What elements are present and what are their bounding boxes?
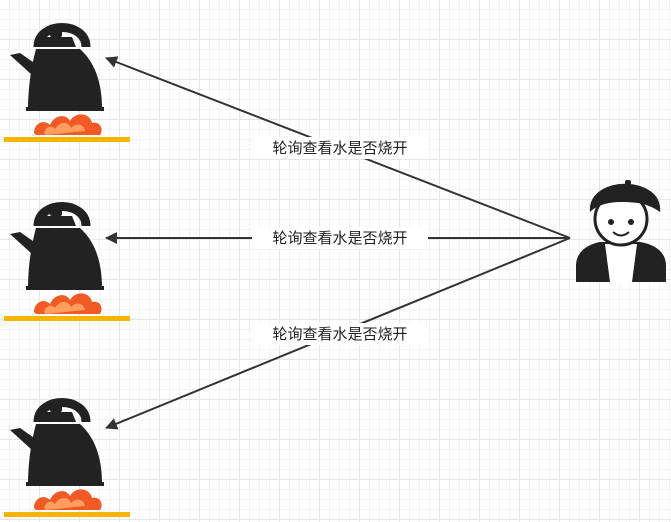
edge-label-bottom: 轮询查看水是否烧开 bbox=[252, 323, 428, 345]
kettle-middle-icon bbox=[4, 207, 130, 322]
edge-label-top: 轮询查看水是否烧开 bbox=[252, 137, 428, 159]
person-icon bbox=[576, 180, 666, 282]
edge-label-text: 轮询查看水是否烧开 bbox=[272, 325, 407, 343]
kettle-bottom-icon bbox=[4, 403, 130, 518]
edge-label-middle: 轮询查看水是否烧开 bbox=[252, 227, 428, 249]
kettle-top-icon bbox=[4, 28, 130, 143]
edge-label-text: 轮询查看水是否烧开 bbox=[272, 139, 407, 157]
edge-label-text: 轮询查看水是否烧开 bbox=[272, 229, 407, 247]
